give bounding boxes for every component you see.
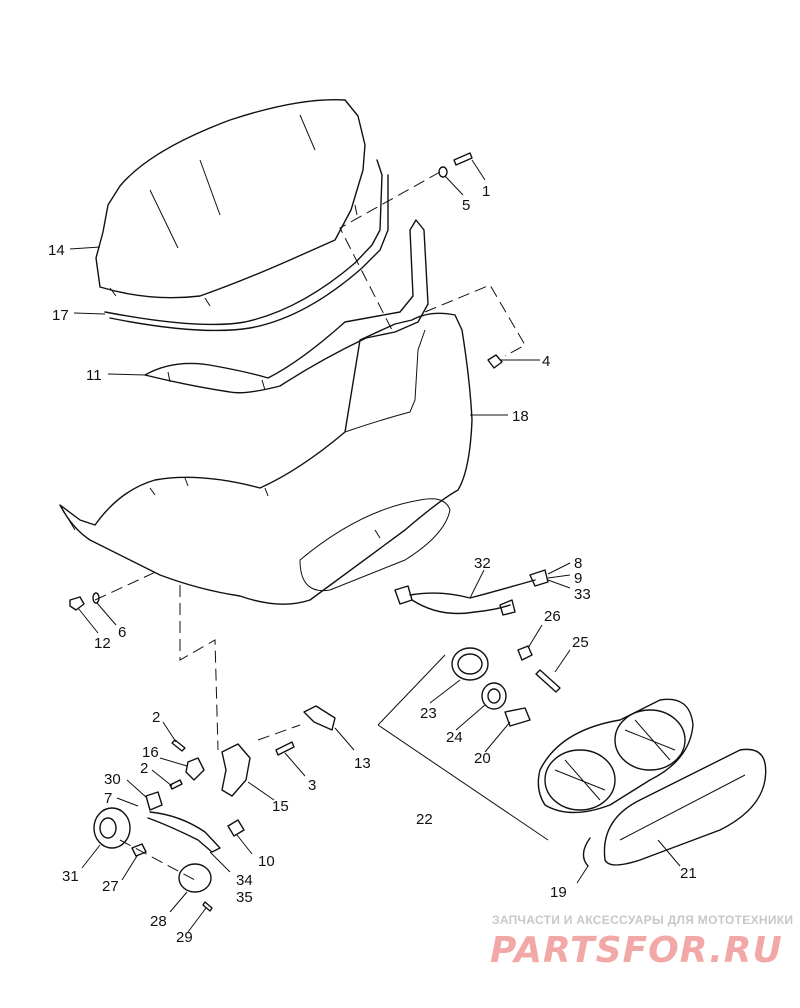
callout-18: 18 [512, 408, 529, 425]
callout-13: 13 [354, 755, 371, 772]
screw-part-2-lower [169, 779, 183, 790]
assembly-guides [94, 171, 526, 881]
screw-part-26 [517, 645, 533, 661]
callout-5: 5 [462, 197, 470, 214]
callout-11: 11 [86, 367, 102, 384]
nut-part-4 [487, 354, 503, 369]
callout-29: 29 [176, 929, 193, 946]
callout-24: 24 [446, 729, 463, 746]
windshield-part-14 [95, 98, 366, 307]
callout-32: 32 [474, 555, 491, 572]
lens-part-21 [603, 748, 767, 866]
callout-16: 16 [142, 744, 159, 761]
callout-7: 7 [104, 790, 112, 807]
screw-part-3 [275, 741, 295, 756]
callout-23: 23 [420, 705, 437, 722]
holder-part-30 [145, 791, 163, 811]
bulb-part-20 [504, 707, 531, 727]
callout-31: 31 [62, 868, 79, 885]
fairing-part-18 [59, 312, 473, 605]
leader-lines [69, 159, 681, 933]
callout-33: 33 [574, 586, 591, 603]
socket-part-24 [481, 682, 507, 710]
washer-part-5 [438, 166, 448, 178]
callout-28: 28 [150, 913, 167, 930]
headlamp-assembly-part-22 [537, 698, 694, 814]
callout-6: 6 [118, 624, 126, 641]
callout-26: 26 [544, 608, 561, 625]
screw-part-2-upper [171, 739, 186, 752]
windshield-trim-part-17 [104, 159, 389, 332]
callout-3: 3 [308, 777, 316, 794]
callout-25: 25 [572, 634, 589, 651]
clamp-part-16 [185, 757, 205, 781]
callout-8: 8 [574, 555, 582, 572]
callout-35: 35 [236, 889, 253, 906]
callout-9: 9 [574, 570, 582, 587]
watermark: ЗАПЧАСТИ И АКСЕССУАРЫ ДЛЯ МОТОТЕХНИКИ PA… [490, 913, 793, 971]
connector-part-34 [147, 811, 221, 853]
trim-part-19 [582, 837, 591, 867]
callout-15: 15 [272, 798, 289, 815]
callout-labels: 1 5 14 17 11 4 18 32 8 9 33 26 25 12 6 2… [48, 183, 697, 946]
lamp-housing-part-31 [93, 807, 131, 849]
bracket-part-15 [221, 743, 251, 797]
callout-20: 20 [474, 750, 491, 767]
callout-30: 30 [104, 771, 121, 788]
washer-part-6 [92, 592, 100, 604]
watermark-tagline: ЗАПЧАСТИ И АКСЕССУАРЫ ДЛЯ МОТОТЕХНИКИ [492, 913, 793, 927]
callout-34: 34 [236, 872, 253, 889]
screw-part-1 [453, 152, 473, 166]
callout-2-upper: 2 [152, 709, 160, 726]
bracket-part-13 [303, 705, 336, 731]
callout-1: 1 [482, 183, 490, 200]
lens-part-28 [178, 863, 212, 893]
callout-10: 10 [258, 853, 275, 870]
callout-14: 14 [48, 242, 65, 259]
callout-27: 27 [102, 878, 119, 895]
callout-21: 21 [680, 865, 697, 882]
screw-part-25 [535, 669, 561, 693]
nut-part-12 [69, 596, 85, 611]
callout-19: 19 [550, 884, 567, 901]
watermark-brand: PARTSFOR.RU [490, 930, 783, 971]
callout-12: 12 [94, 635, 111, 652]
screw-part-29 [202, 901, 213, 912]
callout-17: 17 [52, 307, 69, 324]
bulb-part-27 [131, 843, 147, 857]
tab-part-10 [227, 819, 245, 837]
callout-2-lower: 2 [140, 760, 148, 777]
callout-4: 4 [542, 353, 550, 370]
ring-part-23 [451, 647, 489, 681]
fairing-trim-part-11 [144, 219, 429, 394]
group-line-22 [377, 654, 549, 841]
wiring-harness-part-32 [394, 569, 549, 616]
callout-22: 22 [416, 811, 433, 828]
